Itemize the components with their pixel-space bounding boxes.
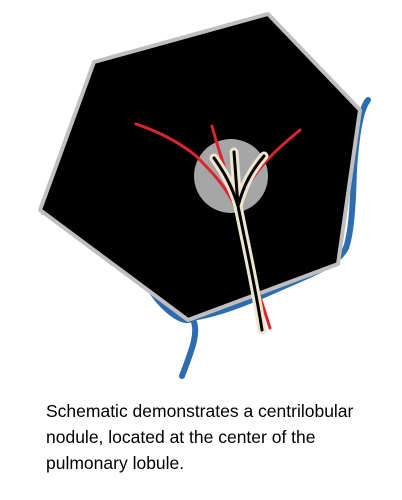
bronchiole bbox=[209, 147, 269, 335]
artery-branch-left bbox=[134, 122, 238, 210]
schematic-diagram bbox=[38, 12, 371, 379]
bronchiole-lumen bbox=[212, 150, 266, 332]
figure-caption: Schematic demonstrates a centrilobular n… bbox=[46, 401, 354, 473]
